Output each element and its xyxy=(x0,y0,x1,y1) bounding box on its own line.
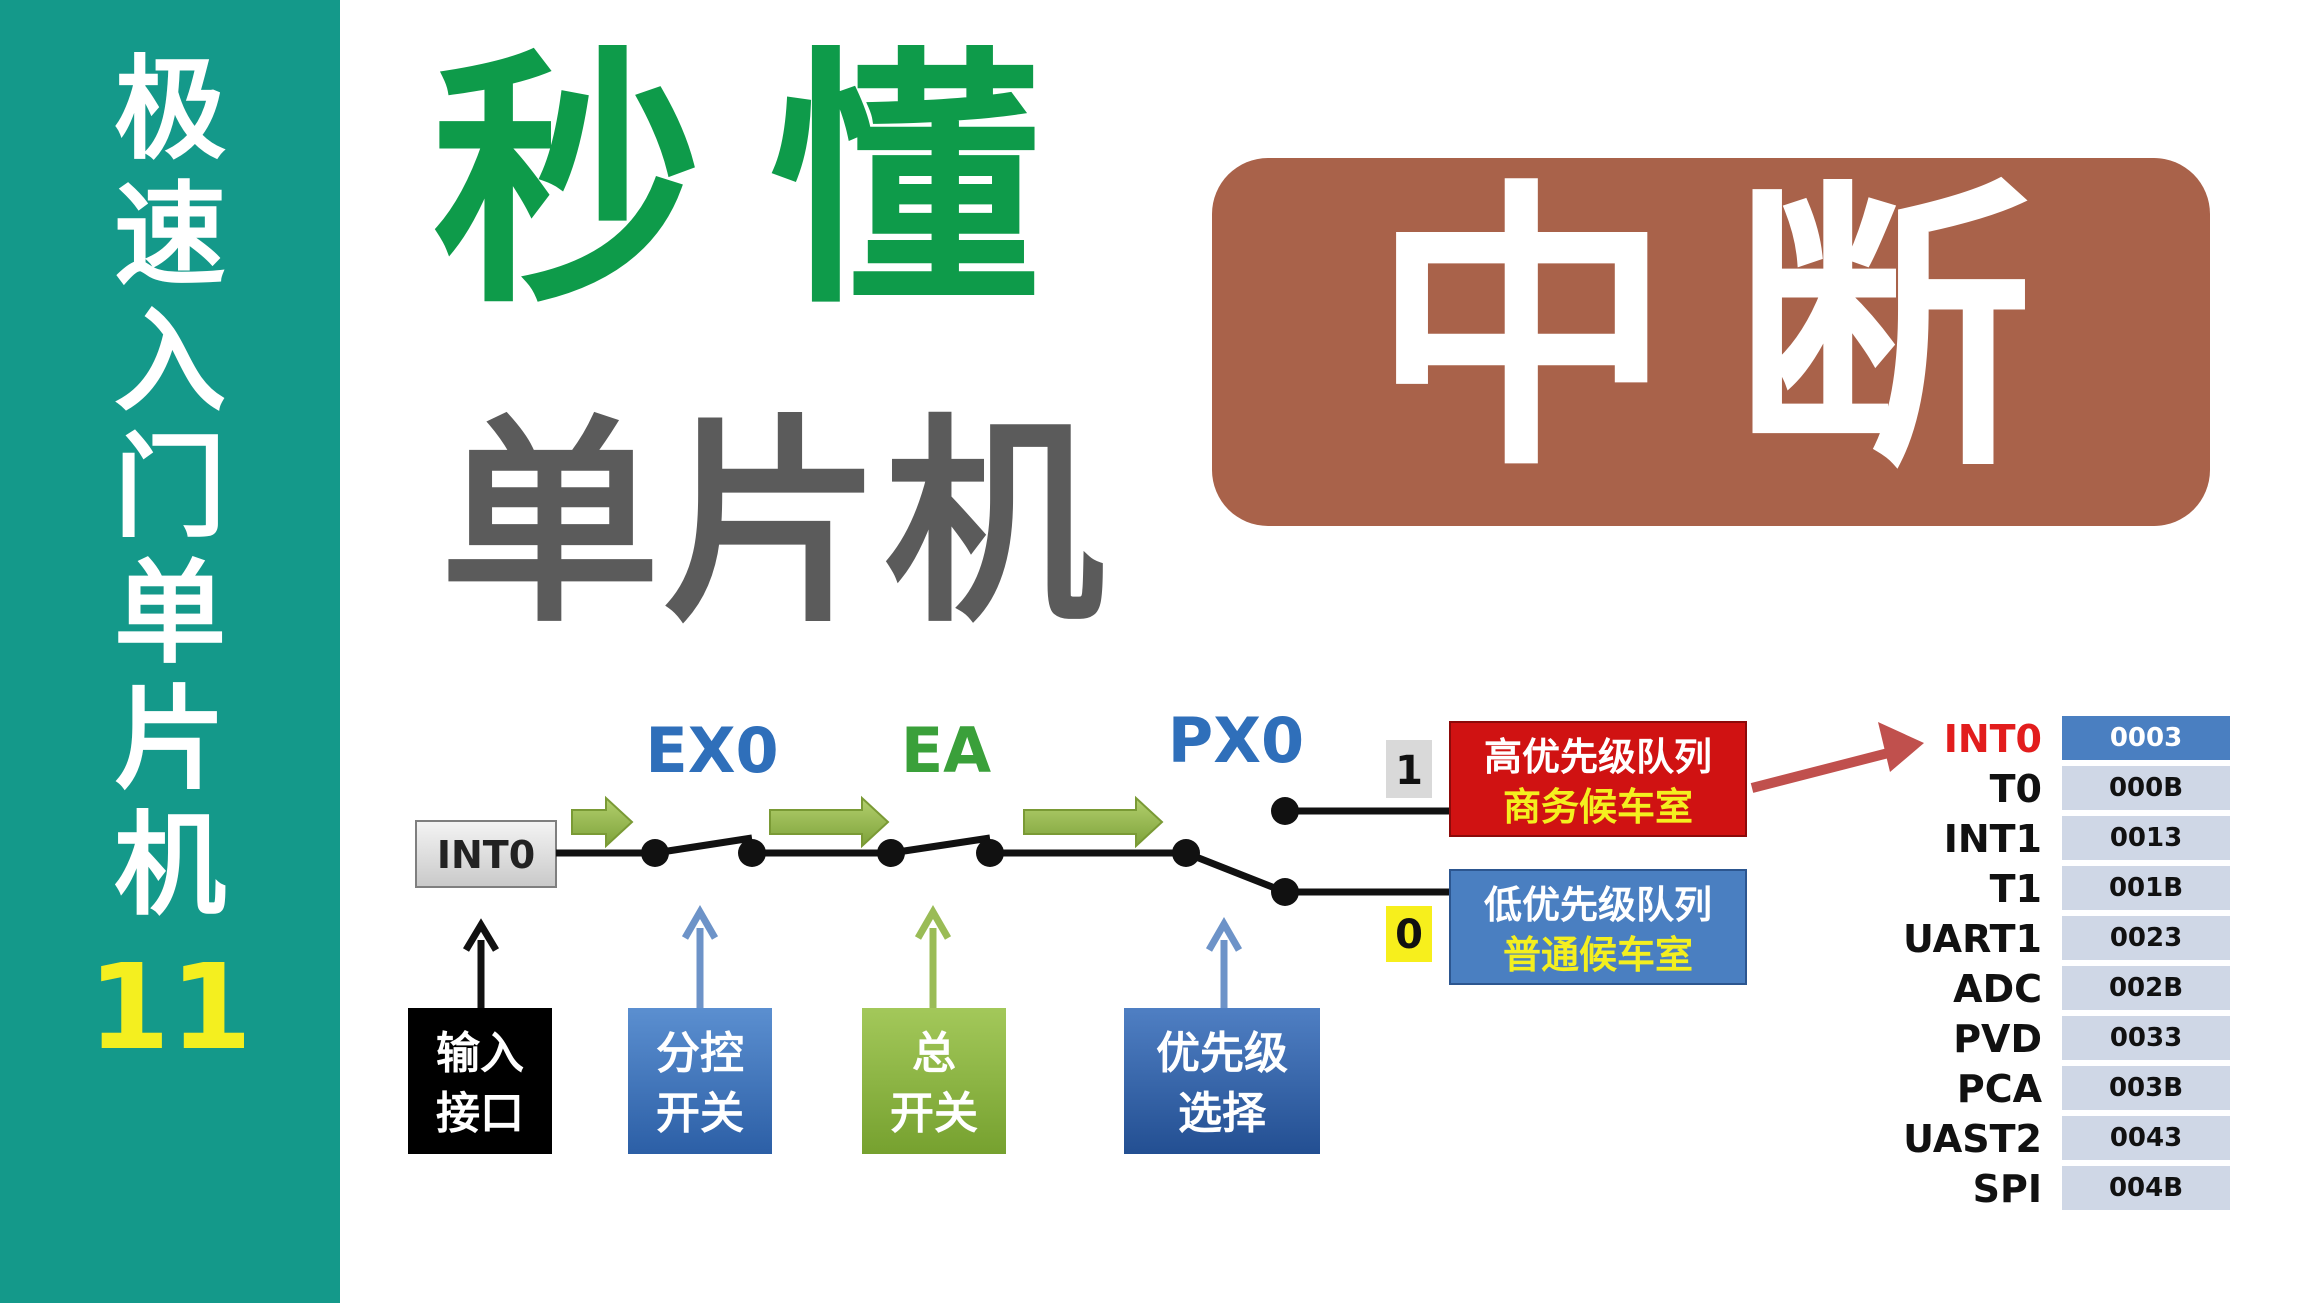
low-queue-subtitle: 普通候车室 xyxy=(1503,933,1693,977)
vector-name: PVD xyxy=(1953,1017,2042,1061)
series-char: 极 xyxy=(114,45,226,175)
series-char: 单 xyxy=(114,549,226,679)
vector-address: 000B xyxy=(2062,766,2230,810)
ex0-switch-label: EX0 xyxy=(645,714,778,787)
series-sidebar: 极 速 入 门 单 片 机 11 xyxy=(0,0,340,1303)
high-queue-subtitle: 商务候车室 xyxy=(1503,785,1693,829)
series-char: 机 xyxy=(114,801,226,931)
low-queue-title: 低优先级队列 xyxy=(1484,883,1712,927)
headline-subtitle-char: 片 xyxy=(662,396,883,652)
caption-line: 总 xyxy=(912,1028,956,1079)
low-priority-value: 0 xyxy=(1395,912,1423,958)
high-priority-queue xyxy=(1449,721,1747,837)
high-queue-title: 高优先级队列 xyxy=(1484,735,1712,779)
vector-address: 001B xyxy=(2062,866,2230,910)
int0-input-label: INT0 xyxy=(437,833,535,877)
caption-line: 开关 xyxy=(890,1088,978,1139)
headline-char: 懂 xyxy=(770,25,1040,340)
signal-wires xyxy=(556,807,1450,896)
caption-line: 输入 xyxy=(436,1028,524,1079)
series-char: 入 xyxy=(114,297,226,427)
input-interface-caption xyxy=(408,1008,552,1154)
caption-line: 开关 xyxy=(656,1088,744,1139)
low-priority-queue xyxy=(1449,869,1747,985)
series-char: 速 xyxy=(114,171,226,301)
red-arrow xyxy=(1750,722,1924,793)
series-char: 片 xyxy=(114,675,226,805)
caption-line: 选择 xyxy=(1178,1088,1267,1139)
vector-address: 0043 xyxy=(2062,1116,2230,1160)
ex0-caption xyxy=(628,1008,772,1154)
vector-address: 0003 xyxy=(2062,716,2230,760)
vector-address: 0023 xyxy=(2062,916,2230,960)
caption-line: 分控 xyxy=(656,1028,744,1079)
high-priority-marker xyxy=(1386,740,1432,798)
vector-name: PCA xyxy=(1956,1067,2042,1111)
vector-address: 003B xyxy=(2062,1066,2230,1110)
topic-banner: 中 断 xyxy=(1212,158,2210,526)
caption-line: 优先级 xyxy=(1156,1028,1288,1079)
vector-name: T1 xyxy=(1989,867,2042,911)
switch-contacts xyxy=(641,797,1299,906)
vector-address: 0033 xyxy=(2062,1016,2230,1060)
int0-input-box xyxy=(415,820,557,888)
up-arrows xyxy=(462,904,1243,1008)
flow-arrows xyxy=(571,795,1164,849)
vector-name: INT1 xyxy=(1943,817,2042,861)
low-priority-marker xyxy=(1386,906,1432,962)
vector-address: 0013 xyxy=(2062,816,2230,860)
headline-char: 秒 xyxy=(432,25,702,340)
vector-name: UAST2 xyxy=(1903,1117,2042,1161)
vector-name: INT0 xyxy=(1943,717,2042,761)
ea-caption xyxy=(862,1008,1006,1154)
series-char: 门 xyxy=(114,423,226,553)
headline-subtitle-char: 机 xyxy=(884,396,1105,652)
vector-name: T0 xyxy=(1989,767,2042,811)
topic-char: 中 xyxy=(1372,157,1672,506)
ea-switch-label: EA xyxy=(901,714,991,787)
px0-switch-label: PX0 xyxy=(1168,704,1304,777)
px0-caption xyxy=(1124,1008,1320,1154)
vector-address: 002B xyxy=(2062,966,2230,1010)
headline-subtitle-char: 单 xyxy=(440,396,661,652)
vector-name: ADC xyxy=(1953,967,2042,1011)
topic-char: 断 xyxy=(1732,157,2032,506)
series-number: 11 xyxy=(87,938,253,1076)
high-priority-value: 1 xyxy=(1395,748,1423,794)
vector-address: 004B xyxy=(2062,1166,2230,1210)
vector-name: UART1 xyxy=(1902,917,2042,961)
caption-line: 接口 xyxy=(436,1088,524,1139)
vector-name: SPI xyxy=(1972,1167,2042,1211)
